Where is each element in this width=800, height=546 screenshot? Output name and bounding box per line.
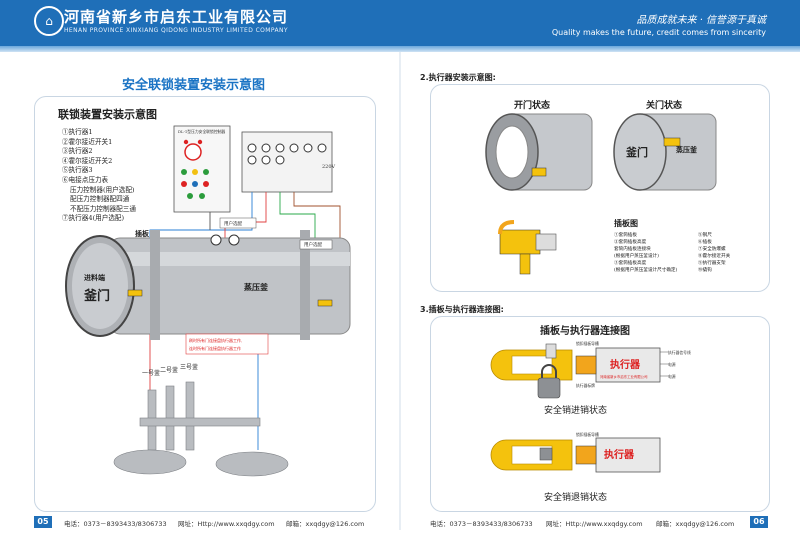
dial-icon — [184, 143, 202, 161]
company-name-cn: 河南省新乡市启东工业有限公司 — [64, 8, 289, 26]
left-install-diagram: DL-1型压力安全联锁控制器 220V 进料端 釜门 蒸压釜 插板 用户选配 用… — [65, 125, 351, 477]
legend-item: ⑤执行器3 — [62, 166, 93, 175]
wire-label-3: 电源 — [668, 374, 676, 379]
top-plate-label: 执行器标牌 — [576, 383, 595, 388]
insert-legend-item: (根据用户蒸压釜设计尺寸确定) — [614, 268, 678, 273]
section3-title: 3.插板与执行器连接图: — [420, 305, 504, 314]
company-name-en: HENAN PROVINCE XINXIANG QIDONG INDUSTRY … — [64, 27, 288, 34]
vessel-label: 蒸压釜 — [244, 282, 269, 292]
terminal-block — [241, 131, 333, 193]
insert-legend-item: ②套筒插板高度 — [614, 240, 647, 245]
wire-label-1: 执行器信号线 — [668, 350, 691, 355]
footer-email-right: 邮箱：xxqdgy@126.com — [656, 520, 735, 528]
left-legend: ①执行器1 ②霍尔接近开关1 ③执行器2 ④霍尔接近开关2 ⑤执行器3 ⑥电接点… — [62, 128, 172, 224]
header-band — [0, 46, 800, 52]
insert-legend-item: ⑦安全防爆螺 — [698, 247, 726, 252]
legend-item: 不配压力控制器配三通 — [70, 204, 136, 213]
voltage-label: 220V — [322, 164, 336, 170]
insert-legend-item: ⑨执行器支架 — [698, 261, 726, 266]
footer-phone-left: 电话：0373－8393433/8306733 — [64, 520, 167, 528]
left-panel-title: 联锁装置安装示意图 — [58, 108, 157, 121]
insert-legend-right: ⑤钢尺 ⑥插板 ⑦安全防爆螺 ⑧霍尔接近开关 ⑨执行器支架 ⑩撬钩 — [698, 232, 758, 274]
actuator-label-bottom: 执行器 — [604, 448, 635, 461]
left-page-title: 安全联锁装置安装示意图 — [122, 78, 266, 93]
terminal-circles — [247, 143, 327, 165]
footer-web-left: 网址：Http://www.xxqdgy.com — [178, 520, 275, 528]
slogan-cn: 品质成就未来 · 信誉源于真诚 — [636, 15, 766, 26]
actuator-label-top: 执行器 — [610, 358, 641, 371]
bottom-guide-label: 锁扣插板导槽 — [576, 432, 599, 437]
footer-email-left: 邮箱：xxqdgy@126.com — [286, 520, 365, 528]
wire-label-2: 电源 — [668, 362, 676, 367]
pipe-label-1: 一号釜 — [142, 369, 160, 377]
closed-door — [613, 113, 667, 191]
door-main-label: 釜门 — [83, 288, 110, 304]
control-box-title: DL-1型压力安全联锁控制器 — [178, 129, 225, 134]
insert-legend-item: 套筒内插板连接块 — [614, 247, 651, 252]
actuator-right — [317, 299, 333, 307]
user-option-2: 用户选配 — [304, 241, 322, 248]
legend-item: 压力控制器(用户选配) — [70, 185, 135, 194]
lock-out-caption: 安全销退销状态 — [544, 493, 608, 503]
page-number-left: 05 — [34, 516, 52, 528]
user-option-1: 用户选配 — [224, 220, 242, 227]
closed-door-label: 釜门 — [625, 145, 648, 159]
actuator-left — [127, 289, 143, 297]
insert-legend-item: ③套筒插板高度 — [614, 261, 647, 266]
pipe-label-3: 三号釜 — [180, 363, 198, 371]
lock-in-caption: 安全销进销状态 — [544, 406, 608, 416]
actuator-bottom — [595, 437, 661, 473]
door-top-label: 进料端 — [84, 273, 105, 282]
open-state-title: 开门状态 — [514, 101, 551, 111]
legend-item: ①执行器1 — [62, 128, 93, 136]
top-guide-label: 锁扣插板导槽 — [576, 341, 599, 346]
insert-legend-left: ①套筒插板 ②套筒插板高度 套筒内插板连接块 (根据用户蒸压釜设计) ③套筒插板… — [614, 232, 694, 274]
insert-label: 插板 — [135, 229, 150, 238]
warning-line-2: 连时所有门连接盘执行器工作 — [189, 345, 241, 351]
insert-plate-title: 插板图 — [614, 218, 638, 228]
pipe-label-2: 二号釜 — [160, 366, 178, 374]
legend-item: ③执行器2 — [62, 147, 93, 156]
insert-legend-item: (根据用户蒸压釜设计) — [614, 254, 659, 259]
slogan-en: Quality makes the future, credit comes f… — [551, 28, 766, 37]
header-bar — [0, 0, 800, 46]
warning-line-1: 刷时所有门连接盘执行器工作, — [189, 337, 242, 343]
legend-item: 配压力控制器配四通 — [70, 195, 130, 204]
page-number-right: 06 — [750, 516, 768, 528]
close-state-title: 关门状态 — [646, 101, 683, 111]
legend-item: ⑦执行器4(用户选配) — [62, 214, 125, 223]
company-logo-icon: ⌂ — [34, 6, 64, 36]
connection-title: 插板与执行器连接图 — [540, 326, 630, 337]
warning-box — [185, 333, 269, 355]
insert-legend-item: ⑩撬钩 — [698, 268, 712, 273]
page-fold — [399, 52, 401, 530]
insert-plate-detail — [498, 220, 557, 275]
padlock-icon — [537, 377, 561, 399]
insert-legend-item: ①套筒插板 — [614, 233, 637, 238]
closed-vessel-label: 蒸压釜 — [676, 145, 698, 154]
footer-phone-right: 电话：0373－8393433/8306733 — [430, 520, 533, 528]
insert-legend-item: ⑧霍尔接近开关 — [698, 254, 731, 259]
pipe-assembly — [113, 381, 289, 477]
legend-item: ⑥电接点压力表 — [62, 175, 109, 184]
legend-item: ④霍尔接近开关2 — [62, 156, 113, 165]
section2-title: 2.执行器安装示意图: — [420, 73, 496, 82]
actuator-company-top: 河南省新乡市启东工业有限公司 — [600, 374, 647, 379]
legend-item: ②霍尔接近开关1 — [62, 137, 113, 146]
insert-legend-item: ⑤钢尺 — [698, 233, 712, 238]
insert-legend-item: ⑥插板 — [698, 240, 712, 245]
footer-web-right: 网址：Http://www.xxqdgy.com — [546, 520, 643, 528]
